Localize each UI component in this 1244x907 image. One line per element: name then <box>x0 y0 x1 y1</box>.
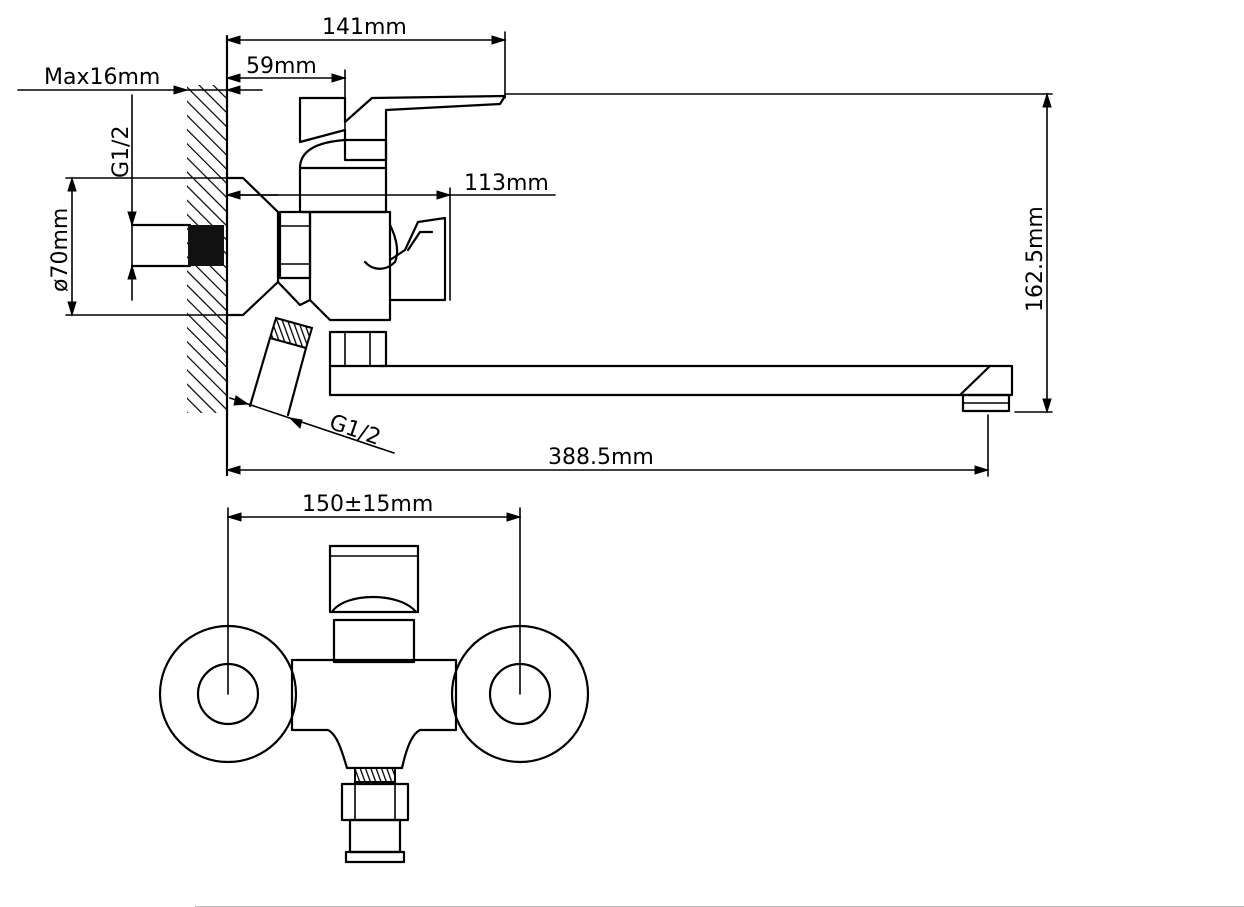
mixer-body <box>276 138 399 322</box>
dim-141mm-label: 141mm <box>322 15 407 40</box>
dim-162-5mm-label: 162.5mm <box>1023 206 1048 312</box>
dim-113mm-label: 113mm <box>464 171 549 196</box>
hex-nut <box>278 210 312 280</box>
dim-g12-outlet-label: G1/2 <box>326 410 384 451</box>
dim-388-5mm-label: 388.5mm <box>548 445 654 470</box>
dim-162-5mm: 162.5mm <box>504 92 1053 414</box>
dim-150mm-label: 150±15mm <box>302 492 433 517</box>
front-view: 150±15mm <box>158 492 590 864</box>
dim-g12-outlet: G1/2 <box>229 395 395 454</box>
dim-141mm: 141mm <box>225 15 507 99</box>
dim-59mm: 59mm <box>225 54 347 99</box>
spout <box>328 330 1014 413</box>
diverter-knob <box>388 216 447 302</box>
wall-flange <box>225 176 280 317</box>
dim-113mm: 113mm <box>225 171 556 301</box>
inlet-pipe <box>130 223 224 268</box>
front-handle <box>328 544 420 664</box>
dim-70mm: ø70mm <box>48 176 241 317</box>
dim-g12-inlet: G1/2 <box>109 94 137 301</box>
dim-388-5mm: 388.5mm <box>225 414 990 477</box>
lever-handle <box>298 94 507 162</box>
dim-70mm-label: ø70mm <box>48 208 73 292</box>
shower-outlet <box>248 316 314 417</box>
dim-max16mm: Max16mm <box>17 65 263 95</box>
dim-max16mm-label: Max16mm <box>44 65 160 90</box>
front-outlet <box>340 767 410 864</box>
dim-g12-inlet-label: G1/2 <box>109 126 134 178</box>
front-body <box>290 658 458 770</box>
dim-59mm-label: 59mm <box>246 54 317 79</box>
dim-150mm: 150±15mm <box>226 492 522 695</box>
side-view: 141mm 59mm Max16mm G1/2 <box>17 15 1053 477</box>
